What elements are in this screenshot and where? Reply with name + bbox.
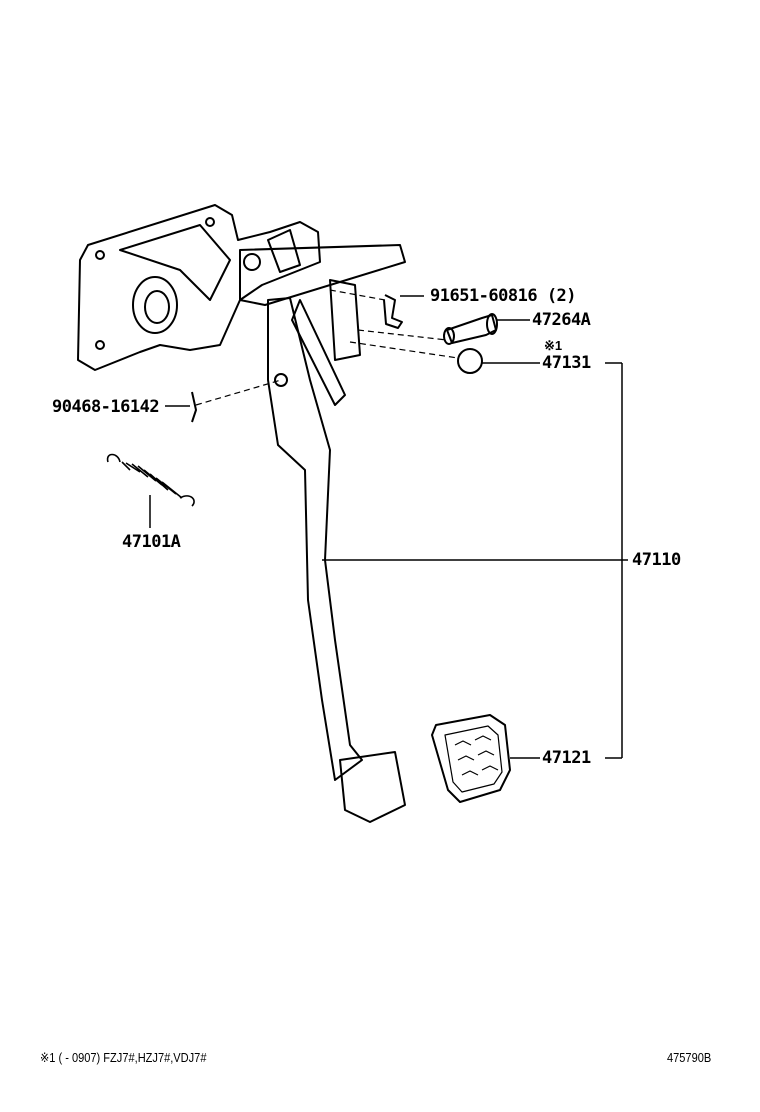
bolt-91651 bbox=[383, 294, 424, 329]
clevis-pin-47264A bbox=[443, 313, 530, 345]
clip-90468 bbox=[165, 391, 197, 423]
pedal-pad-47121 bbox=[431, 714, 540, 803]
label-bushing: 47131 bbox=[542, 353, 591, 373]
diagram-id: 475790B bbox=[667, 1050, 712, 1065]
return-spring-47101A bbox=[106, 453, 195, 528]
assembly-callout bbox=[322, 362, 628, 759]
label-pedal-assy: 47110 bbox=[632, 550, 681, 570]
label-spring: 47101A bbox=[122, 532, 181, 552]
label-clevis-pin: 47264A bbox=[532, 310, 591, 330]
pedal-arm bbox=[267, 297, 406, 823]
label-bolt: 91651-60816 (2) bbox=[430, 286, 577, 306]
footnote: ※1 ( - 0907) FZJ7#,HZJ7#,VDJ7# bbox=[40, 1050, 207, 1065]
label-pedal-pad: 47121 bbox=[542, 748, 591, 768]
label-bushing-mark: ※1 bbox=[544, 338, 563, 353]
alignment-lines bbox=[195, 289, 459, 406]
label-clip: 90468-16142 bbox=[52, 397, 160, 417]
pedal-bracket bbox=[77, 204, 406, 371]
bushing-47131 bbox=[457, 348, 540, 374]
